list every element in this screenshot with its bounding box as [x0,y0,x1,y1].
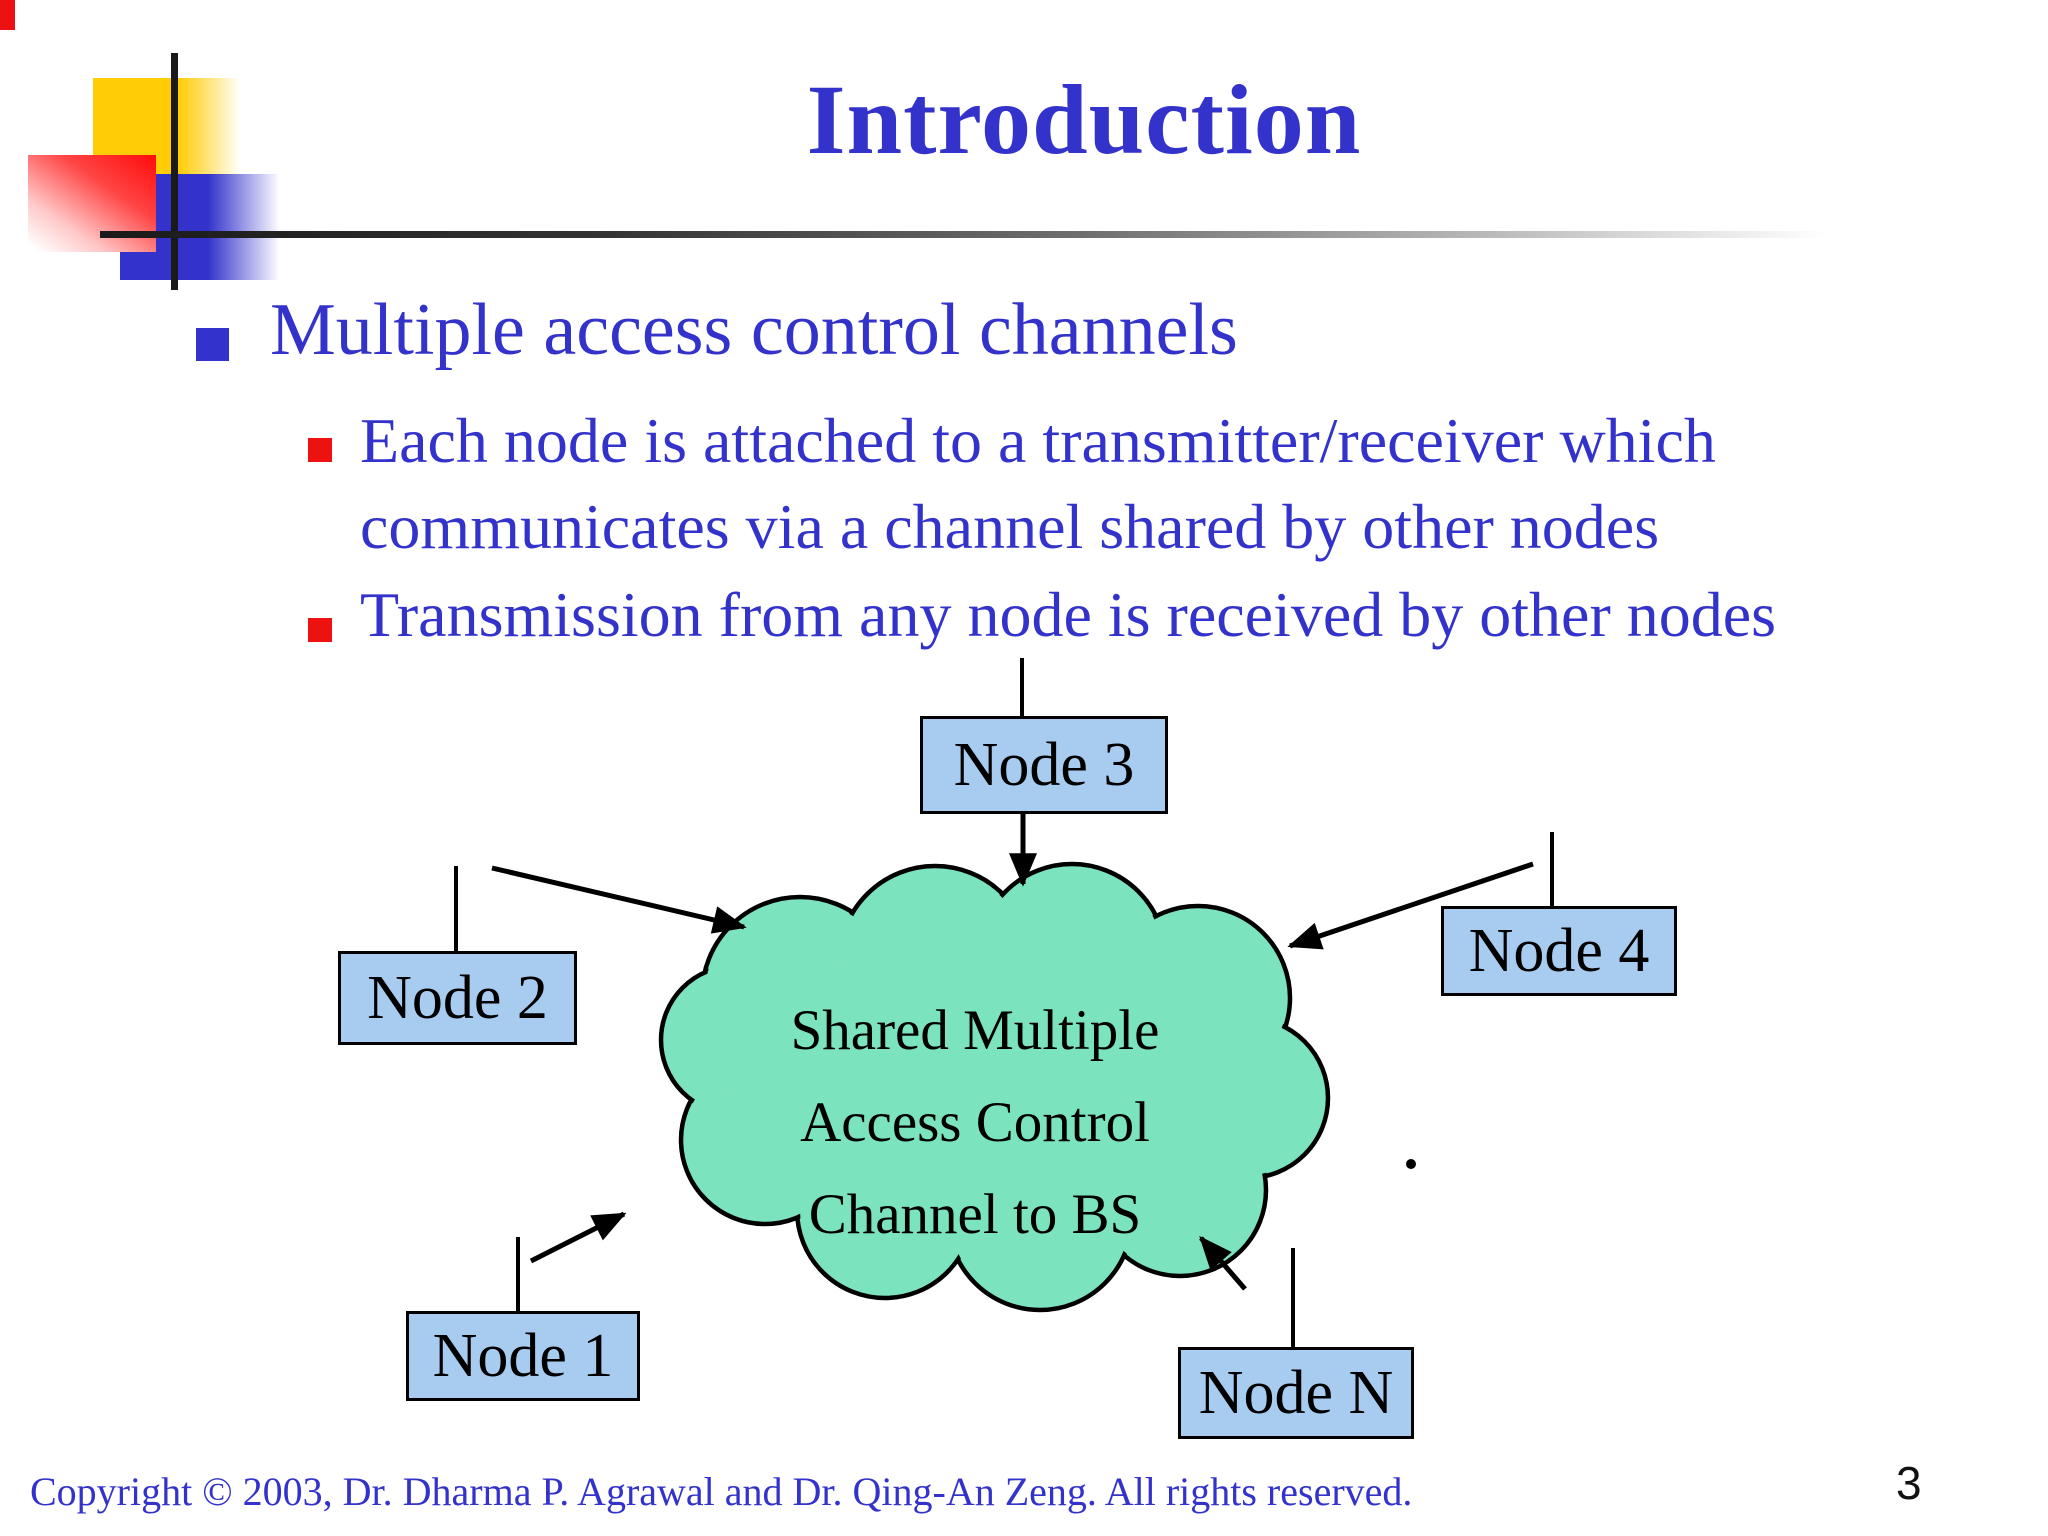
deco-corner-red-mark [0,0,15,30]
sub-bullet-1-line1: Each node is attached to a transmitter/r… [360,405,1716,476]
sub-bullet-square-red-icon [308,438,332,462]
node1-to-cloud-arrow [529,1211,627,1264]
sub-bullet-square-red-icon [308,618,332,642]
nodeN-box: Node N [1178,1347,1414,1439]
deco-vertical-line [171,53,178,290]
sub-bullet-1-line2: communicates via a channel shared by oth… [360,491,1660,562]
title-separator-line [100,231,1880,238]
slide-title: Introduction [806,64,1362,175]
node2-to-cloud-arrow [491,865,747,934]
copyright-footer: Copyright © 2003, Dr. Dharma P. Agrawal … [30,1469,1413,1514]
bullet-square-blue-icon [196,328,229,361]
node4-to-cloud-arrow [1287,861,1534,950]
period-dot [1406,1159,1416,1169]
cloud-label-line1: Shared Multiple [790,999,1160,1062]
node2-label: Node 2 [367,963,548,1032]
node2-box: Node 2 [338,951,577,1045]
bullet-level1-text: Multiple access control channels [270,289,1238,371]
node4-label: Node 4 [1468,916,1650,985]
cloud-interior-fill [664,867,1325,1307]
sub-bullet-2-text: Transmission from any node is received b… [360,579,1777,650]
cloud-label-line3: Channel to BS [808,1183,1142,1246]
node4-box: Node 4 [1441,906,1677,996]
nodeN-to-cloud-arrow [1199,1235,1247,1291]
sub-bullet-1-text: Each node is attached to a transmitter/r… [360,398,1716,570]
page-number: 3 [1896,1457,1922,1509]
node3-box: Node 3 [920,716,1168,814]
node1-box: Node 1 [406,1311,640,1401]
node3-label: Node 3 [953,730,1135,799]
cloud-label: Shared Multiple Access Control Channel t… [730,985,1220,1261]
node1-label: Node 1 [432,1321,614,1390]
nodeN-label: Node N [1198,1358,1394,1427]
cloud-label-line2: Access Control [800,1091,1150,1154]
